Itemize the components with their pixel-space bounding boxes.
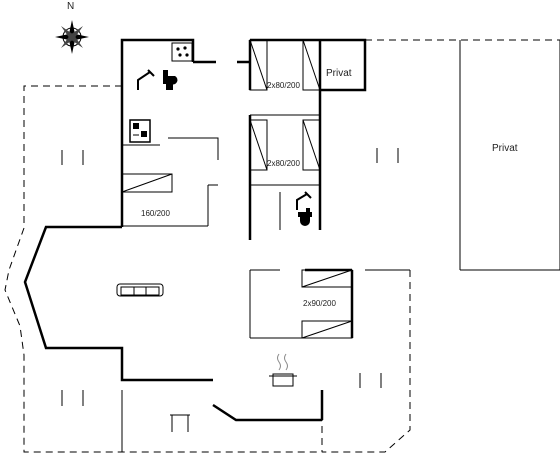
bed-icon bbox=[249, 119, 321, 171]
compass-rose-icon bbox=[55, 20, 89, 54]
sofa-icon bbox=[116, 283, 164, 297]
bed-icon bbox=[121, 173, 173, 193]
toilet-icon bbox=[298, 208, 312, 226]
bed-size-label-double: 160/200 bbox=[141, 209, 170, 218]
bed-size-label-mid: 2x80/200 bbox=[267, 159, 300, 168]
window-marks bbox=[61, 148, 399, 432]
exterior-walls bbox=[23, 38, 367, 422]
bed-icon bbox=[249, 39, 321, 91]
bed-size-label-lower: 2x90/200 bbox=[303, 299, 336, 308]
shower-icon bbox=[296, 191, 312, 210]
compass-north-label: N bbox=[67, 1, 75, 12]
sauna-icon bbox=[129, 119, 151, 143]
terrace-outline bbox=[4, 39, 560, 453]
interior-walls bbox=[121, 39, 560, 452]
bed-size-label-top: 2x80/200 bbox=[267, 81, 300, 90]
toilet-icon bbox=[163, 70, 178, 90]
shower-icon bbox=[137, 69, 155, 90]
private-area-label-small: Privat bbox=[326, 68, 352, 79]
private-area-label-large: Privat bbox=[492, 143, 518, 154]
whirlpool-icon bbox=[171, 42, 193, 62]
cooking-pot-icon bbox=[269, 353, 297, 387]
bed-icon bbox=[301, 269, 353, 339]
